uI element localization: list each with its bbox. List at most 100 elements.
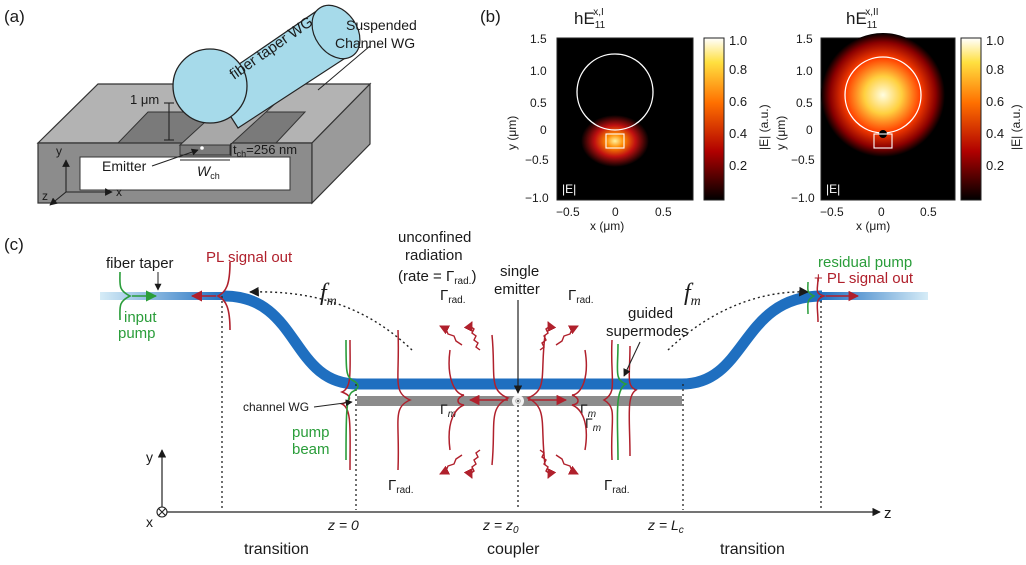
transition-left: transition [244,541,309,558]
svg-text:−1.0: −1.0 [525,191,549,205]
svg-text:x: x [146,514,153,530]
field-map-1: |E| [556,37,694,201]
svg-text:−1.0: −1.0 [791,191,815,205]
pump-beam-1: pump [292,424,330,441]
single-emitter-1: single [500,263,539,280]
svg-text:z: z [42,189,48,203]
z0-label: z = 0 [327,517,359,533]
axes-triad-a: y x z [42,144,122,206]
svg-text:0: 0 [806,123,813,137]
plot2-ylabel: y (μm) [774,116,788,150]
unconfined-1: unconfined [398,229,471,246]
svg-text:y: y [146,449,153,465]
colorbar2-label: |E| (a.u.) [1009,104,1023,150]
svg-text:−0.5: −0.5 [791,153,815,167]
input-pump-1: input [124,309,157,326]
emitter-dot [200,146,204,150]
gamma-rad-lr: Γrad. [604,477,630,496]
svg-text:1.0: 1.0 [986,33,1004,48]
fm-left: fm [320,280,337,309]
plot2-x-ticks: −0.5 0 0.5 [820,205,937,219]
transition-right: transition [720,541,785,558]
gamma-m-right: Γm [580,401,596,420]
field-map-2: |E| [820,33,956,201]
colorbar2-ticks: 1.0 0.8 0.6 0.4 0.2 [986,33,1004,173]
svg-text:0: 0 [540,123,547,137]
single-emitter-2: emitter [494,281,540,298]
svg-text:0.4: 0.4 [986,126,1004,141]
gamma-m-left: Γm [440,401,456,420]
svg-text:1.5: 1.5 [796,32,813,46]
svg-text:1.5: 1.5 [530,32,547,46]
input-pump-2: pump [118,325,156,342]
svg-text:−0.5: −0.5 [556,205,580,219]
svg-text:0.2: 0.2 [986,158,1004,173]
svg-text:−0.5: −0.5 [820,205,844,219]
svg-text:|E|: |E| [826,182,840,196]
svg-text:1.0: 1.0 [530,64,547,78]
svg-text:0.5: 0.5 [920,205,937,219]
pump-beam-2: beam [292,441,330,458]
wg-pointer [317,45,371,91]
channel-wg-label: channel WG [243,400,309,414]
unconfined-3: (rate = Γrad.) [398,268,476,287]
svg-text:|E|: |E| [562,182,576,196]
radiation-wavy-arrows [439,321,579,479]
fiber-taper-label: fiber taper [106,255,174,272]
pump-beam-profile [345,339,359,461]
coupler-label: coupler [487,541,540,558]
plot2-title: hE11x,II [846,7,879,31]
wg-label-1: Suspended [346,17,417,33]
gamma-rad-ur: Γrad. [568,287,594,306]
gamma-m-right2: Γm [585,415,601,434]
svg-text:0.5: 0.5 [796,96,813,110]
gap-label: 1 μm [130,92,159,107]
emitter-label: Emitter [102,158,147,174]
zL-label: z = Lc [647,517,684,536]
panel-a-label: (a) [4,7,25,26]
taper-input-segment [100,292,226,300]
gamma-rad-ul: Γrad. [440,287,466,306]
pl-out-right-label: + PL signal out [814,270,914,287]
guided-2: supermodes [606,323,689,340]
guided-1: guided [628,305,673,322]
svg-text:0.2: 0.2 [729,158,747,173]
unconfined-2: radiation [405,247,463,264]
colorbar-1 [703,37,725,201]
svg-text:z: z [884,505,892,522]
plot1-ylabel: y (μm) [505,116,519,150]
plot2-xlabel: x (μm) [856,219,890,233]
svg-text:y: y [56,144,62,158]
taper-main-path [223,290,823,390]
thickness-label: tch=256 nm [233,142,297,159]
fm-right: fm [684,280,701,309]
svg-text:0.6: 0.6 [729,94,747,109]
svg-text:0.8: 0.8 [729,62,747,77]
input-pump-profile [119,271,132,321]
panel-b-label: (b) [480,7,501,26]
plot2-y-ticks: 1.5 1.0 0.5 0 −0.5 −1.0 [791,32,815,205]
residual-pump-label: residual pump [818,254,912,271]
pl-signal-out-label: PL signal out [206,249,293,266]
svg-text:−0.5: −0.5 [525,153,549,167]
guided-pump-profile [616,343,629,461]
svg-text:0.8: 0.8 [986,62,1004,77]
gamma-rad-ll: Γrad. [388,477,414,496]
zz0-label: z = z0 [482,517,519,536]
svg-text:0.5: 0.5 [655,205,672,219]
plot1-xlabel: x (μm) [590,219,624,233]
pl-out-profile [216,261,231,331]
plot1-y-ticks: 1.5 1.0 0.5 0 −0.5 −1.0 [525,32,549,205]
taper-output-segment [820,292,928,300]
section-markers [221,296,822,510]
wg-label-2: Channel WG [335,35,415,51]
colorbar-2 [960,37,982,201]
svg-text:1.0: 1.0 [729,33,747,48]
svg-text:1.0: 1.0 [796,64,813,78]
plot1-x-ticks: −0.5 0 0.5 [556,205,672,219]
svg-text:0: 0 [612,205,619,219]
colorbar1-label: |E| (a.u.) [757,104,771,150]
colorbar1-ticks: 1.0 0.8 0.6 0.4 0.2 [729,33,747,173]
panel-c-label: (c) [4,235,24,254]
